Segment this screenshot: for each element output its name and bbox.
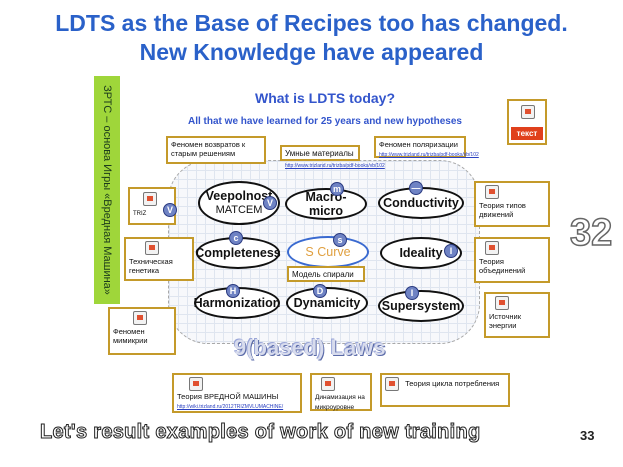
law-s-curve[interactable]: S Curve (287, 236, 369, 268)
box-energy-source-label: Источник энергии (489, 312, 522, 330)
sidebar-bar: ЗРТС – основа Игры «Вредная Машина» (94, 76, 120, 304)
law-supersystem-label: Supersystem (381, 299, 461, 313)
law-veepolnost-label: Veepolnost (205, 189, 273, 203)
title-line-1: LDTS as the Base of Recipes too has chan… (55, 10, 568, 36)
box-movement-types-label: Теория типов движений (479, 201, 526, 219)
document-icon (385, 377, 399, 391)
text-document-button[interactable]: текст (507, 99, 547, 145)
law-dynamicity-label: Dynamicity (293, 296, 361, 310)
law-veepolnost-sub: MATCEM (215, 204, 263, 216)
document-icon (133, 311, 147, 325)
law-harmonization-label: Harmonization (193, 296, 281, 310)
law-harmonization-badge: H (226, 284, 240, 298)
box-movement-types[interactable]: Теория типов движений (474, 181, 550, 227)
box-consumption-cycle[interactable]: Теория цикла потребления (380, 373, 510, 407)
footer-text: Let's result examples of work of new tra… (40, 421, 481, 444)
law-supersystem-badge: I (405, 286, 419, 300)
box-return-phenomenon-label: Феномен возвратов к старым решениям (171, 140, 246, 158)
law-s-curve-badge: s (333, 233, 347, 247)
document-icon (485, 185, 499, 199)
box-return-phenomenon[interactable]: Феномен возвратов к старым решениям (166, 136, 266, 164)
box-dynamization-label: Динамизация на микроуровне (315, 394, 365, 411)
law-supersystem[interactable]: Supersystem (378, 290, 464, 322)
law-conductivity-badge: — (409, 181, 423, 195)
box-dynamization[interactable]: Динамизация на микроуровне (310, 373, 372, 411)
box-energy-source[interactable]: Источник энергии (484, 292, 550, 338)
box-harmful-machine-label: Теория ВРЕДНОЙ МАШИНЫ (177, 392, 279, 401)
box-consumption-cycle-label: Теория цикла потребления (405, 378, 500, 388)
text-button-label: текст (511, 127, 543, 140)
law-dynamicity-badge: D (313, 284, 327, 298)
box-spiral-model-label: Модель спирали (292, 270, 354, 279)
law-completeness[interactable]: Completeness (195, 237, 281, 269)
title-line-2: New Knowledge have appeared (139, 39, 484, 65)
law-macro-micro[interactable]: Macro- micro (285, 188, 367, 220)
law-ideality-badge: I (444, 244, 458, 258)
document-icon (521, 105, 535, 119)
document-icon (485, 241, 499, 255)
box-polarization[interactable]: Феномен поляризации http://www.trizland.… (374, 136, 479, 158)
box-harmful-machine[interactable]: Теория ВРЕДНОЙ МАШИНЫ http://wiki.trizla… (172, 373, 302, 413)
sidebar-text: ЗРТС – основа Игры «Вредная Машина» (101, 85, 113, 295)
harmful-machine-link[interactable]: http://wiki.trizland.ru/2012TRIZMVLUMACH… (177, 404, 284, 410)
box-unification-label: Теория объединений (479, 257, 526, 275)
law-completeness-badge: c (229, 231, 243, 245)
box-polarization-label: Феномен поляризации (379, 140, 458, 149)
document-icon (145, 241, 159, 255)
document-icon (495, 296, 509, 310)
page-number: 33 (580, 428, 595, 443)
box-tiz[interactable]: TRIZ (128, 187, 176, 225)
polarization-link[interactable]: http://www.trizland.ru/trizba/pdf-books/… (379, 152, 479, 158)
document-icon (321, 377, 335, 391)
law-veepolnost-badge: V (263, 196, 277, 210)
law-conductivity-label: Conductivity (383, 196, 459, 210)
law-s-curve-label: S Curve (305, 245, 351, 259)
law-macro-micro-label: Macro- micro (305, 190, 347, 218)
box-tiz-label: TRIZ (133, 211, 147, 217)
law-harmonization[interactable]: Harmonization (194, 287, 280, 319)
box-smart-materials[interactable]: Умные материалы (280, 145, 360, 161)
box-tech-genetics-label: Техническая генетика (129, 257, 173, 275)
laws-caption: 9(based) Laws (234, 335, 386, 360)
box-mimicry-label: Феномен мимикрии (113, 327, 148, 345)
box-unification[interactable]: Теория объединений (474, 237, 550, 283)
side-number: 32 (569, 211, 613, 255)
tiz-badge: V (163, 203, 177, 217)
law-completeness-label: Completeness (195, 246, 281, 260)
law-ideality-label: Ideality (399, 246, 443, 260)
document-icon (189, 377, 203, 391)
document-icon (143, 192, 157, 206)
box-spiral-model[interactable]: Модель спирали (287, 266, 365, 282)
law-dynamicity[interactable]: Dynamicity (286, 287, 368, 319)
law-macro-micro-badge: m (330, 182, 344, 196)
box-mimicry[interactable]: Феномен мимикрии (108, 307, 176, 355)
smart-materials-link[interactable]: http://www.trizland.ru/trizba/pdf-books/… (285, 163, 385, 169)
slide-title: What is LDTS today? (255, 90, 395, 106)
box-smart-materials-label: Умные материалы (285, 149, 354, 158)
box-tech-genetics[interactable]: Техническая генетика (124, 237, 194, 281)
slide-subtitle: All that we have learned for 25 years an… (188, 116, 462, 127)
